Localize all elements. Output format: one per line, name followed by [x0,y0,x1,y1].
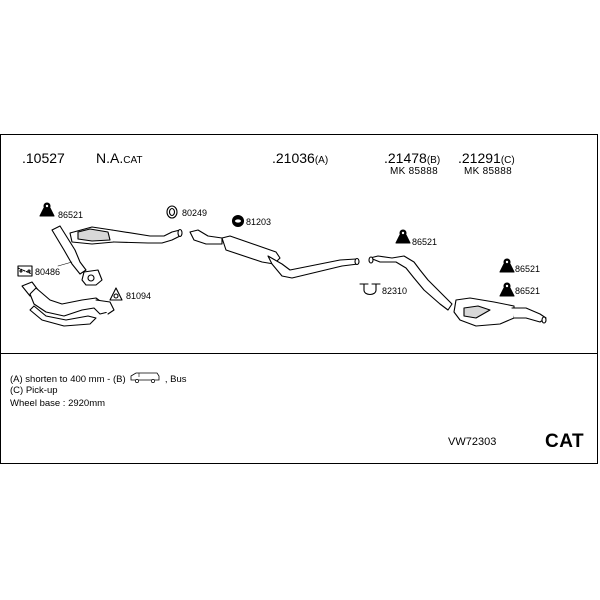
clamp-icon-81094 [109,287,123,301]
note-line-1: (A) shorten to 400 mm - (B) , Bus [10,372,187,385]
callout-86521-c: 86521 [515,264,541,274]
front-downpipe [21,281,115,327]
part-21478: .21478(B) [384,150,441,166]
part-21036: .21036(A) [272,150,329,166]
gasket-icon-80486 [17,265,33,277]
diagram-frame [0,134,598,464]
hanger-icon-86521-d [499,282,515,297]
callout-86521-d: 86521 [515,286,541,296]
hanger-icon-86521-b [395,229,411,244]
part-21291-mk: MK 85888 [464,166,512,177]
callout-81094: 81094 [126,291,152,301]
bus-icon [130,372,160,383]
callout-86521-a: 86521 [58,210,84,220]
part-21291: .21291(C) [458,150,515,166]
part-21478-mk: MK 85888 [390,166,438,177]
part-10527: .10527 [22,150,65,166]
callout-81203: 81203 [246,217,272,227]
hanger-icon-86521-c [499,258,515,273]
kit-code: VW72303 [448,436,497,448]
notes-divider [0,353,598,354]
callout-86521-b: 86521 [412,237,438,247]
callout-80486: 80486 [35,267,61,277]
callout-80249: 80249 [182,208,208,218]
middle-muffler [189,229,360,279]
catalytic-converter-pipe [51,225,183,275]
gasket-ring-icon [166,205,178,219]
flange-icon [81,269,103,286]
hanger-icon-86521-a [39,202,55,217]
rear-muffler [368,255,547,327]
cat-label: CAT [545,431,585,452]
part-na-cat: N.A.CAT [96,150,143,166]
clamp-icon-81203 [231,214,245,228]
callout-82310: 82310 [382,286,408,296]
note-line-3: Wheel base : 2920mm [10,398,106,409]
note-line-2: (C) Pick-up [10,385,58,396]
u-clamp-icon [359,283,381,296]
